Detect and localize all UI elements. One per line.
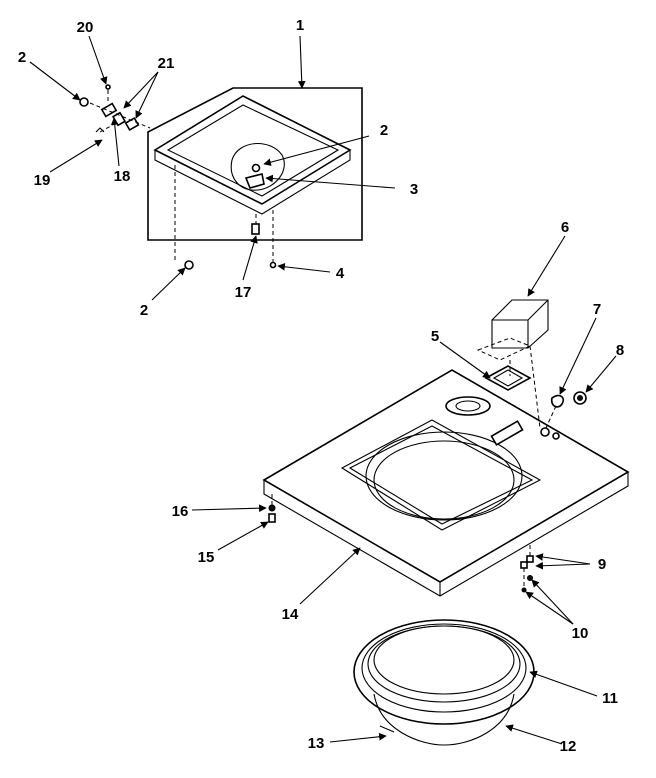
callout-4: 4 [336,265,345,282]
callout-7: 7 [593,301,601,318]
callout-6: 6 [561,219,569,236]
callout-16: 16 [172,503,189,520]
callout-1: 1 [296,17,304,34]
callout-18: 18 [114,168,131,185]
callout-15: 15 [198,549,215,566]
lid-assembly [147,87,363,241]
callout-9: 9 [598,556,606,573]
callout-12: 12 [560,738,577,755]
callout-10: 10 [572,625,589,642]
callout-3: 3 [410,181,418,198]
tub-ring [353,619,535,746]
hinge-hardware [79,84,277,270]
callout-14: 14 [282,606,299,623]
panel-components [268,299,587,593]
callout-5: 5 [431,328,439,345]
callout-arrows [29,35,617,745]
callout-2-hinge: 2 [18,49,26,66]
callout-21: 21 [158,55,175,72]
callout-13: 13 [308,735,325,752]
callout-labels: 1 2 2 2 3 4 5 6 7 8 9 10 11 12 13 14 15 … [18,17,624,755]
callout-2-lower: 2 [140,302,148,319]
top-panel [262,369,630,597]
callout-19: 19 [34,172,51,189]
callout-8: 8 [616,342,624,359]
callout-2-lid: 2 [380,122,388,139]
callout-11: 11 [602,690,618,707]
callout-17: 17 [235,284,252,301]
callout-20: 20 [77,19,94,36]
